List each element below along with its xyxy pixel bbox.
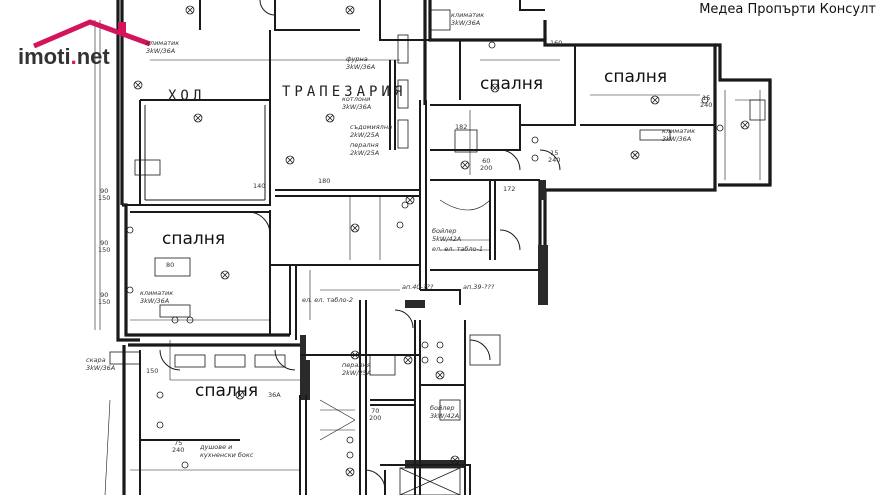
room-label-bedroom-top-mid: спалня bbox=[480, 74, 544, 94]
dim-15-240-b: 15 240 bbox=[548, 149, 561, 164]
note-skara: скара 3kW/36A bbox=[86, 356, 116, 372]
dim-90-150-b: 90 150 bbox=[98, 239, 111, 254]
room-label-hol: ХОЛ bbox=[168, 88, 206, 104]
room-label-bedroom-left: спалня bbox=[162, 229, 226, 249]
note-ap40: ап.40-??? bbox=[402, 283, 434, 291]
note-boiler-1: бойлер 5kW/42A bbox=[432, 227, 462, 243]
agency-watermark: Медеа Пропърти Консулт bbox=[699, 2, 876, 17]
house-roof-icon bbox=[33, 19, 151, 48]
wiring-lines bbox=[94, 20, 761, 495]
dim-75-240: 75 240 bbox=[172, 439, 185, 454]
dim-150: 150 bbox=[146, 367, 159, 375]
imoti-logo: imoti.net bbox=[18, 18, 158, 72]
dim-160: 160 bbox=[550, 39, 563, 47]
note-peralnia: пералня 2kW/25A bbox=[350, 141, 380, 157]
note-klimatik-1: климатик 3kW/36A bbox=[146, 39, 180, 55]
door-swings bbox=[159, 0, 561, 491]
note-furna: фурна 3kW/36A bbox=[346, 55, 376, 71]
hatched-wall-blocks bbox=[300, 180, 548, 468]
note-klimatik-top: климатик 3kW/36A bbox=[451, 11, 485, 27]
outer-walls bbox=[116, 0, 772, 495]
dim-80: 80 bbox=[166, 261, 175, 269]
light-fixtures bbox=[133, 5, 750, 477]
dim-60-200: 60 200 bbox=[480, 157, 493, 172]
note-klimatik-left: климатик 3kW/36A bbox=[140, 289, 174, 305]
stair-lift bbox=[399, 467, 461, 495]
note-klimatik-right: климатик 3kW/36A bbox=[662, 127, 696, 143]
note-dushove: душове и кухненски бокс bbox=[200, 443, 254, 459]
note-el-tablo-1: ел. ел. табло-1 bbox=[432, 245, 483, 253]
dim-36a: 36A bbox=[268, 391, 281, 399]
dim-90-150-c: 90 150 bbox=[98, 291, 111, 306]
inner-walls bbox=[126, 0, 715, 495]
note-sudomiialna: съдомиялна 2kW/25A bbox=[350, 123, 393, 139]
dim-15-240-a: 15 240 bbox=[700, 94, 713, 109]
note-el-tablo-2: ел. ел. табло-2 bbox=[302, 296, 353, 304]
dim-172: 172 bbox=[503, 185, 516, 193]
dim-180: 180 bbox=[318, 177, 331, 185]
dim-70-200: 70 200 bbox=[369, 407, 382, 422]
note-ap39: ап.39-??? bbox=[463, 283, 495, 291]
room-label-trapezaria: ТРАПЕЗАРИЯ bbox=[282, 84, 407, 100]
appliance-boxes bbox=[109, 9, 766, 421]
note-kotloni: котлони 3kW/36A bbox=[342, 95, 372, 111]
note-peralnia-2: пералня 2kW/25A bbox=[342, 361, 372, 377]
dim-182: 182 bbox=[455, 123, 468, 131]
room-label-bedroom-top-right: спалня bbox=[604, 67, 668, 87]
note-boiler-2: бойлер 3kW/42A bbox=[430, 404, 460, 420]
logo-text: imoti.net bbox=[18, 44, 110, 69]
room-label-bedroom-bottom: спалня bbox=[195, 381, 259, 401]
dim-140: 140 bbox=[253, 182, 266, 190]
socket-symbols bbox=[126, 41, 724, 469]
dim-90-150-a: 90 150 bbox=[98, 187, 111, 202]
